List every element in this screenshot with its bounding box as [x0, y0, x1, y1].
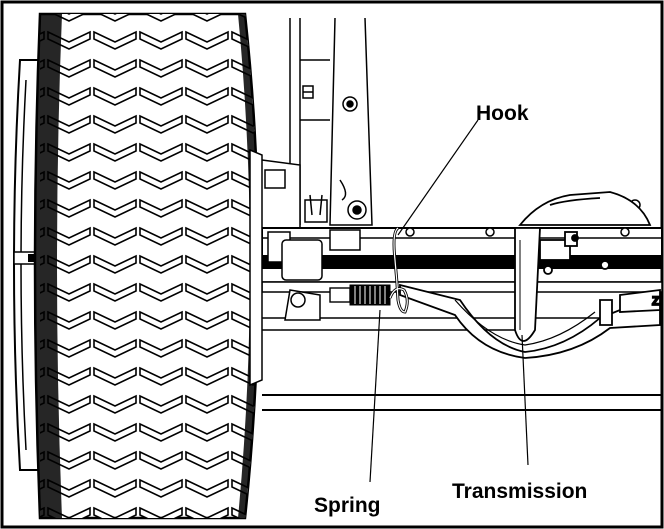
hook-leader	[397, 119, 479, 236]
transmission-leader	[521, 334, 529, 466]
transmission: Z	[399, 191, 661, 359]
spring-leader	[369, 309, 381, 483]
leader-lines	[369, 119, 529, 483]
spring-assembly	[329, 226, 409, 314]
tire	[13, 12, 263, 520]
svg-text:Z: Z	[652, 294, 659, 308]
spring-label: Spring	[314, 494, 381, 517]
hook-label: Hook	[476, 102, 529, 125]
transmission-label: Transmission	[452, 480, 587, 503]
